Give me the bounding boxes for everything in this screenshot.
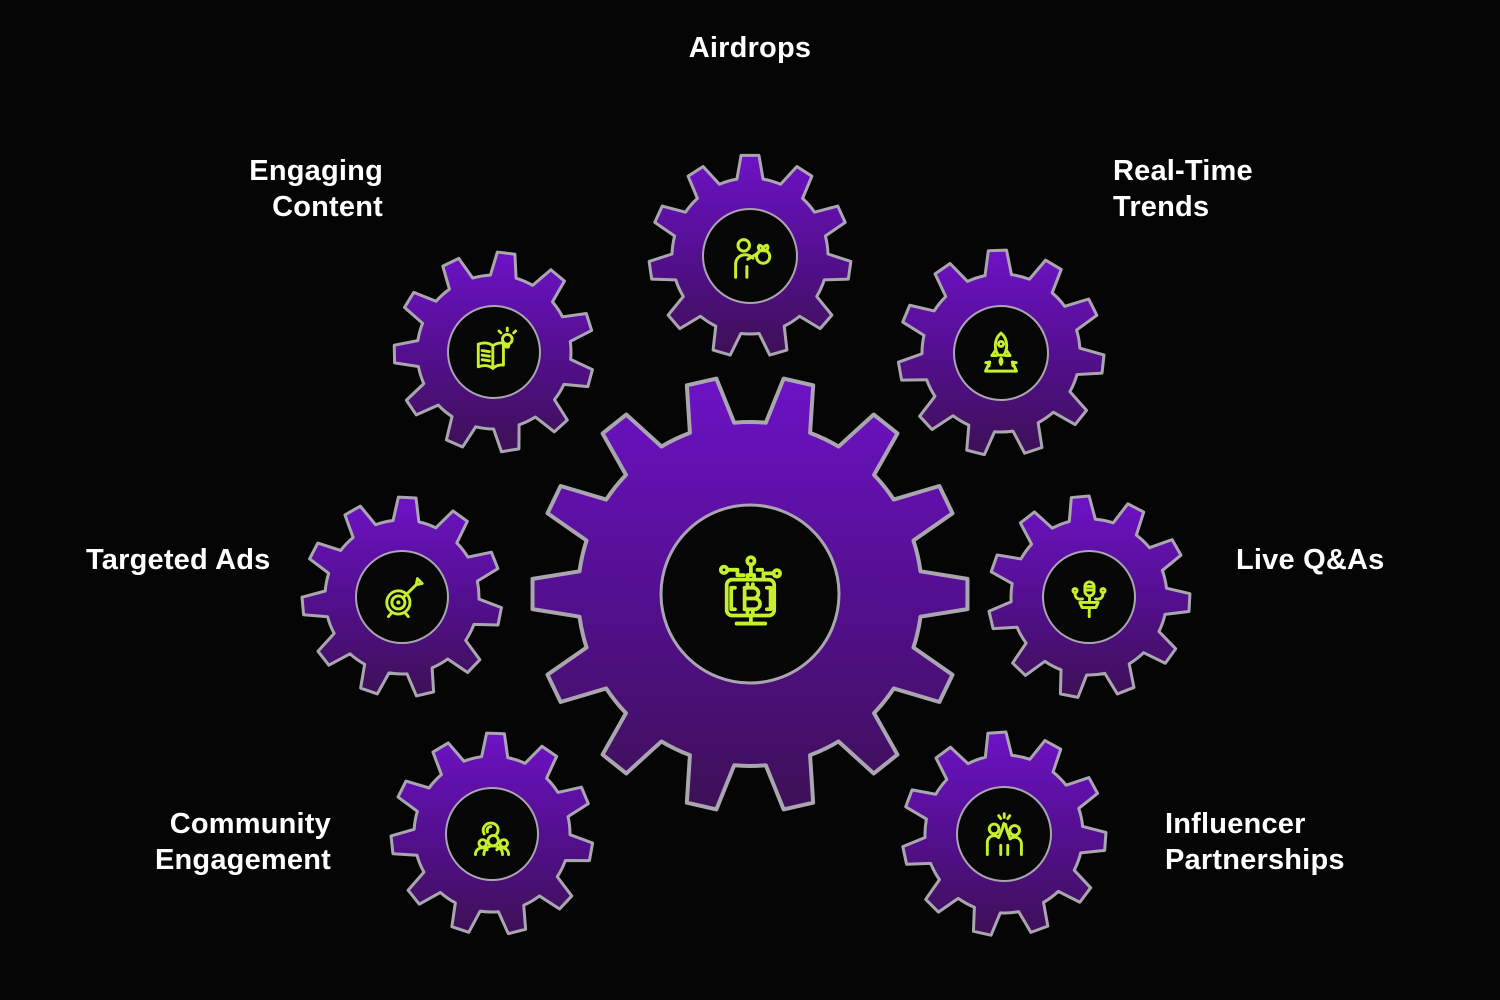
label-targeted-ads: Targeted Ads bbox=[86, 544, 271, 576]
label-influencer-partnerships: Influencer Partnerships bbox=[1165, 808, 1345, 876]
label-real-time-trends: Real-Time Trends bbox=[1113, 155, 1253, 223]
label-engaging-content: Engaging Content bbox=[249, 155, 383, 223]
gear-real-time-trends bbox=[896, 248, 1106, 457]
gear-community-engagement bbox=[389, 731, 595, 936]
gear-live-qas bbox=[987, 494, 1192, 699]
label-community-engagement: Community Engagement bbox=[154, 808, 331, 876]
gear-real-time-trends-hub bbox=[953, 305, 1049, 401]
gear-influencer-partnerships-hub bbox=[956, 786, 1052, 882]
label-airdrops: Airdrops bbox=[688, 32, 812, 64]
gear-community-engagement-hub bbox=[445, 787, 539, 881]
gear-engaging-content bbox=[392, 250, 594, 454]
gear-center bbox=[530, 376, 970, 812]
gear-targeted-ads bbox=[300, 495, 503, 698]
gear-center-hub bbox=[659, 503, 841, 685]
gear-airdrops bbox=[647, 153, 853, 357]
gear-influencer-partnerships bbox=[901, 730, 1108, 937]
label-live-qas: Live Q&As bbox=[1236, 544, 1385, 576]
